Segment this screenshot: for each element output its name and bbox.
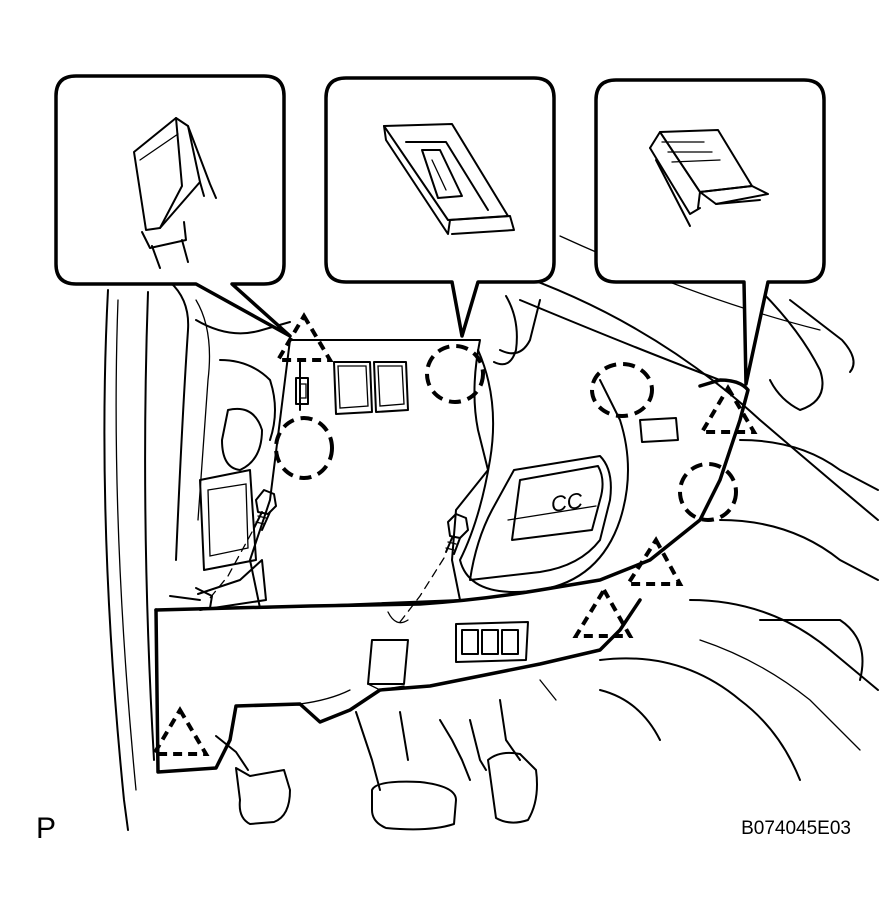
figure-code: B074045E03 (741, 818, 851, 839)
knee-panel (459, 349, 679, 593)
upper-left-dash (195, 319, 291, 611)
pedals (215, 679, 661, 831)
clip-slot-detail (383, 123, 515, 235)
clip-markers (274, 344, 738, 522)
screw-left (209, 489, 277, 599)
callout-center (324, 76, 556, 338)
callout-left (54, 74, 292, 338)
a-pillar-frame (103, 281, 211, 831)
claw-marker-1 (274, 312, 334, 362)
lower-panel (249, 339, 489, 609)
dashboard-background (479, 235, 879, 781)
callout-right (594, 78, 826, 386)
clip-marker-1 (274, 416, 334, 480)
claw-clip-left-detail (133, 117, 217, 269)
claw-clip-right-detail (649, 129, 769, 227)
claw-marker-4 (572, 586, 634, 638)
claw-marker-3 (624, 536, 684, 586)
screw-center (399, 513, 469, 623)
corner-label: P (36, 812, 57, 845)
panel-marking: CC (549, 488, 584, 517)
clip-marker-2 (425, 344, 485, 404)
claw-marker-2 (698, 384, 758, 434)
clip-marker-4 (678, 462, 738, 522)
clip-marker-3 (590, 362, 654, 418)
claw-markers (150, 312, 758, 756)
claw-marker-5 (150, 706, 210, 756)
